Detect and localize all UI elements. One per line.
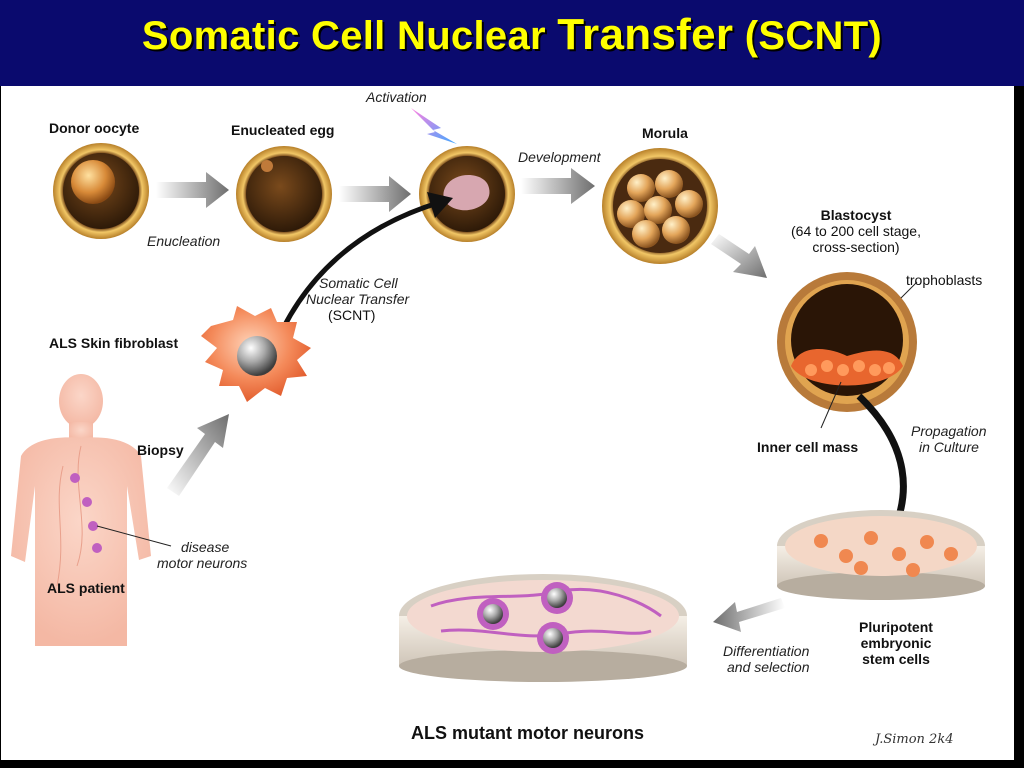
- diagram-panel: Activation Donor oocyte Enucleated egg M…: [1, 86, 1014, 760]
- arrow-development: [521, 168, 595, 204]
- label-scnt-line3: (SCNT): [328, 307, 376, 323]
- slide-title: Somatic Cell Nuclear Transfer (SCNT): [0, 10, 1024, 60]
- label-als-skin-fibroblast: ALS Skin fibroblast: [49, 335, 179, 351]
- label-blastocyst-sub2: cross-section): [812, 239, 900, 255]
- arrow-to-activation: [339, 176, 411, 212]
- title-part-1: Somatic Cell Nuclear: [141, 14, 558, 58]
- label-propagation-line2: in Culture: [919, 439, 979, 455]
- motor-neuron-dish: [399, 574, 687, 682]
- als-skin-fibroblast: [201, 306, 311, 402]
- label-scnt-line1: Somatic Cell: [319, 275, 398, 291]
- label-morula: Morula: [642, 125, 688, 141]
- arrow-biopsy: [167, 414, 229, 496]
- label-inner-cell-mass: Inner cell mass: [757, 439, 859, 455]
- signature: J.Simon 2k4: [875, 732, 954, 747]
- disease-motor-neurons: [70, 473, 172, 553]
- blastocyst: [777, 272, 918, 429]
- activated-egg: [419, 146, 515, 242]
- label-biopsy: Biopsy: [137, 442, 184, 458]
- label-enucleated-egg: Enucleated egg: [231, 122, 335, 138]
- als-patient-figure: [11, 374, 151, 646]
- donor-oocyte: [53, 143, 149, 239]
- label-propagation-line1: Propagation: [911, 423, 987, 439]
- activation-bolt-icon: [411, 108, 457, 144]
- title-part-3: (SCNT): [733, 14, 883, 58]
- label-development: Development: [518, 149, 601, 165]
- label-donor-oocyte: Donor oocyte: [49, 120, 140, 136]
- label-als-mutant-motor-neurons: ALS mutant motor neurons: [411, 723, 644, 743]
- label-disease-line1: disease: [181, 539, 230, 555]
- arrow-differentiation: [713, 598, 785, 632]
- label-pluripotent-line3: stem cells: [862, 651, 930, 667]
- label-disease-line2: motor neurons: [157, 555, 248, 571]
- label-scnt-line2: Nuclear Transfer: [306, 291, 410, 307]
- label-differentiation-line1: Differentiation: [723, 643, 810, 659]
- label-blastocyst: Blastocyst: [820, 207, 892, 223]
- label-blastocyst-sub1: (64 to 200 cell stage,: [791, 223, 921, 239]
- label-als-patient: ALS patient: [47, 580, 125, 596]
- pluripotent-stem-cell-dish: [777, 510, 985, 600]
- label-pluripotent-line2: embryonic: [860, 635, 932, 651]
- title-part-2: Transfer: [557, 10, 734, 59]
- enucleated-egg: [236, 146, 332, 242]
- morula: [602, 148, 718, 264]
- label-activation: Activation: [366, 89, 427, 105]
- arrow-enucleation: [156, 172, 229, 208]
- label-pluripotent-line1: Pluripotent: [859, 619, 933, 635]
- label-enucleation: Enucleation: [147, 233, 221, 249]
- scnt-illustration: [11, 108, 985, 682]
- label-trophoblasts: trophoblasts: [906, 272, 983, 288]
- label-differentiation-line2: and selection: [727, 659, 810, 675]
- title-bar: Somatic Cell Nuclear Transfer (SCNT): [0, 0, 1024, 86]
- arrow-to-blastocyst: [711, 234, 767, 278]
